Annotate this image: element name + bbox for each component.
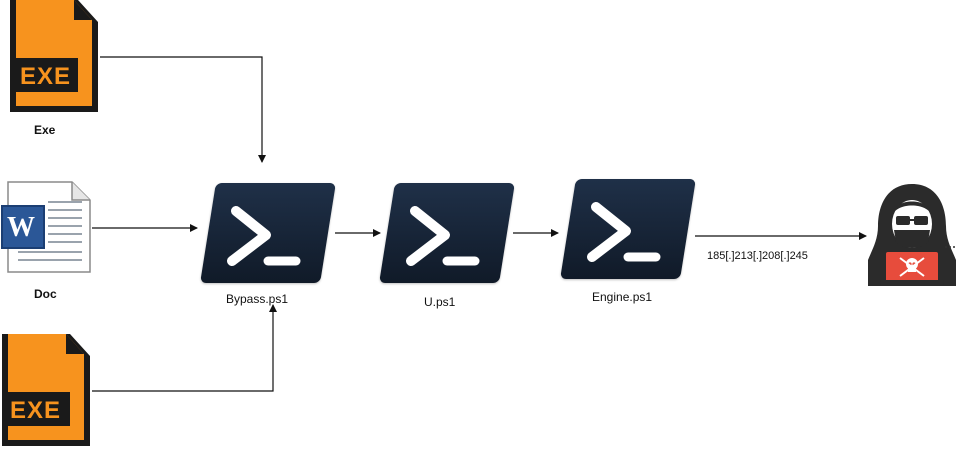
- powershell-icon: [227, 206, 301, 266]
- engine-powershell-node: [560, 179, 696, 279]
- exe-top-label: Exe: [34, 123, 56, 137]
- edge-exe-top-to-bypass: [100, 56, 266, 163]
- bypass-label: Bypass.ps1: [226, 292, 289, 306]
- exe-file-node-bottom: EXE: [0, 334, 92, 446]
- connector-lines: [92, 56, 867, 392]
- edge-exe-bottom-to-bypass: [92, 304, 277, 392]
- attacker-node: [866, 180, 958, 290]
- exe-badge-text: EXE: [20, 63, 72, 90]
- bypass-powershell-node: [200, 183, 336, 283]
- hacker-icon: [868, 184, 956, 286]
- c2-ip-label: 185[.]213[.]208[.]245: [707, 250, 808, 262]
- exe-file-node-top: EXE: [8, 0, 100, 112]
- u-label: U.ps1: [424, 295, 456, 309]
- exe-badge-text: EXE: [10, 397, 62, 424]
- u-powershell-node: [379, 183, 515, 283]
- engine-label: Engine.ps1: [592, 290, 653, 304]
- exe-file-icon: [2, 334, 90, 446]
- word-doc-node: W: [0, 180, 92, 275]
- powershell-icon: [587, 202, 661, 262]
- powershell-icon: [406, 206, 480, 266]
- word-document-icon: [1, 181, 91, 273]
- word-badge-letter: W: [7, 212, 35, 243]
- doc-label: Doc: [34, 287, 57, 301]
- exe-file-icon: [10, 0, 98, 112]
